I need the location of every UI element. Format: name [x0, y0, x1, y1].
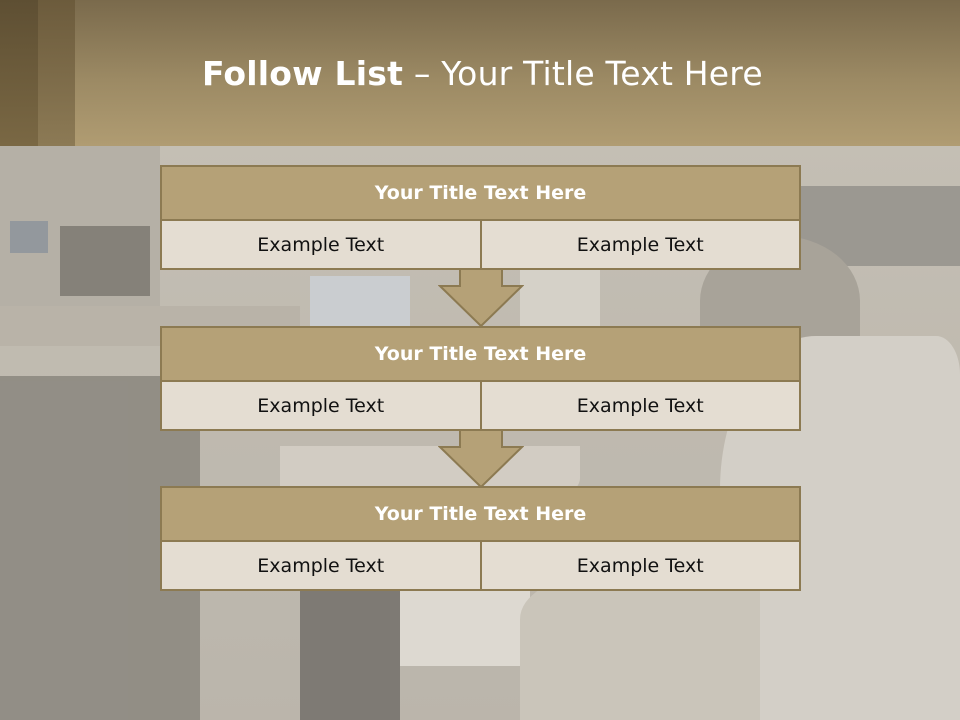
header-band: Follow List – Your Title Text Here [0, 0, 960, 146]
flow-block-cell: Example Text [479, 221, 800, 268]
flow-block-cell: Example Text [479, 542, 800, 589]
slide-title-bold: Follow List [202, 54, 404, 93]
header-accent-mid [38, 0, 75, 146]
slide-title-rest: – Your Title Text Here [413, 54, 763, 93]
flow-block-title: Your Title Text Here [160, 486, 801, 542]
photo-paper [400, 586, 530, 666]
flow-block-cell: Example Text [257, 233, 385, 256]
flow-block-cell: Example Text [257, 554, 385, 577]
flow-block-title: Your Title Text Here [160, 165, 801, 221]
photo-screen-paper [520, 266, 600, 336]
flow-block-row: Example Text Example Text [160, 382, 801, 431]
photo-monitor-small [10, 221, 48, 253]
flow-block-2: Your Title Text Here Example Text Exampl… [160, 326, 801, 431]
header-accent-dark [0, 0, 38, 146]
flow-block-cell: Example Text [257, 394, 385, 417]
photo-desk-front [520, 576, 760, 720]
flow-block-row: Example Text Example Text [160, 221, 801, 270]
down-arrow-icon [438, 268, 524, 328]
flow-block-cell: Example Text [479, 382, 800, 429]
photo-monitor-left [60, 226, 150, 296]
flow-block-row: Example Text Example Text [160, 542, 801, 591]
flow-block-title: Your Title Text Here [160, 326, 801, 382]
photo-keyboard [300, 586, 400, 720]
flow-block-1: Your Title Text Here Example Text Exampl… [160, 165, 801, 270]
down-arrow-icon [438, 429, 524, 489]
flow-block-3: Your Title Text Here Example Text Exampl… [160, 486, 801, 591]
slide-title: Follow List – Your Title Text Here [202, 54, 763, 93]
